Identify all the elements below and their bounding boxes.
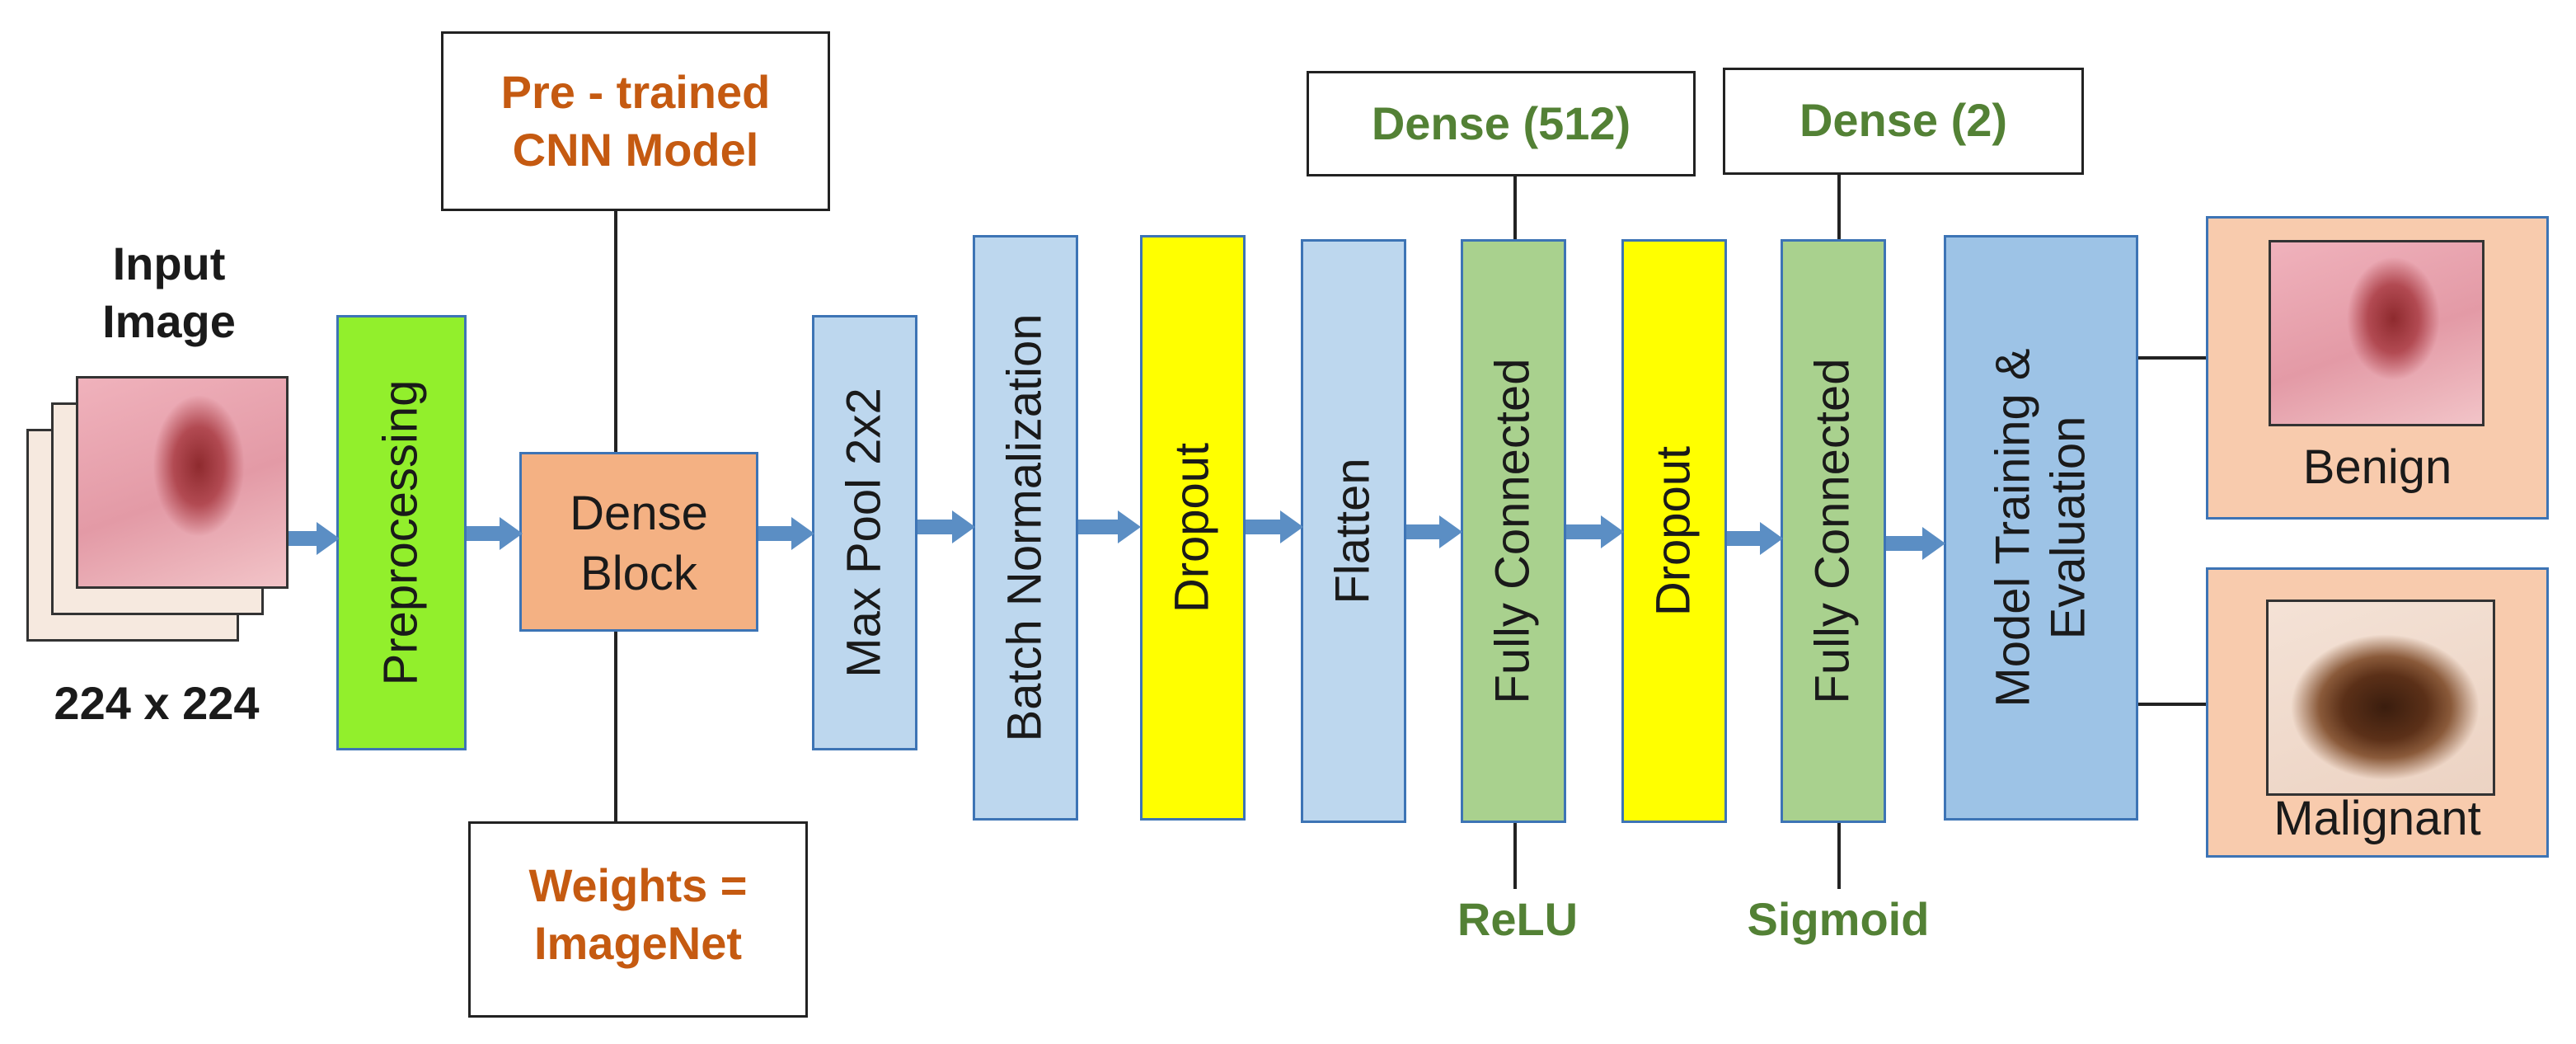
model-training-line2: Evaluation <box>2041 416 2095 640</box>
malignant-connector <box>2138 703 2206 706</box>
dense-block: Dense Block <box>519 452 758 632</box>
arrow-batchnorm-to-dropout <box>1078 510 1141 543</box>
model-training-block: Model Training & Evaluation <box>1944 235 2138 821</box>
batchnorm-label: Batch Normalization <box>997 313 1052 742</box>
dense2-box: Dense (2) <box>1723 68 2084 175</box>
maxpool-label: Max Pool 2x2 <box>837 388 891 678</box>
weights-connector <box>614 632 617 823</box>
sigmoid-label: Sigmoid <box>1747 893 1930 945</box>
relu-label: ReLU <box>1457 893 1579 945</box>
weights-line1: Weights = <box>528 859 748 911</box>
arrow-input-to-preprocessing <box>289 522 340 555</box>
dense2-connector <box>1837 175 1841 241</box>
pretrained-connector <box>614 211 617 454</box>
arrow-dense-block-to-maxpool <box>758 517 814 550</box>
pretrained-model-label: Pre - trained CNN Model <box>443 63 828 179</box>
input-size-label: 224 x 224 <box>54 677 260 729</box>
malignant-label: Malignant <box>2273 792 2481 845</box>
benign-label: Benign <box>2302 440 2452 494</box>
fully-connected-block-1: Fully Connected <box>1461 239 1566 823</box>
arrow-fully-connected-to-dropout <box>1566 515 1624 548</box>
dense512-connector <box>1513 176 1517 241</box>
dense512-label: Dense (512) <box>1371 97 1631 149</box>
pretrained-line1: Pre - trained <box>500 66 771 118</box>
dense-block-line2: Block <box>580 546 697 600</box>
dropout-block-1: Dropout <box>1140 235 1246 821</box>
weights-line2: ImageNet <box>533 917 743 969</box>
fully-connected-label-1: Fully Connected <box>1485 358 1540 704</box>
maxpool-block: Max Pool 2x2 <box>812 315 917 750</box>
arrow-fully-connected-to-training <box>1886 527 1945 560</box>
dense2-label: Dense (2) <box>1799 94 2008 146</box>
benign-connector <box>2138 356 2206 360</box>
weights-label: Weights = ImageNet <box>471 857 805 972</box>
weights-box: Weights = ImageNet <box>468 821 808 1018</box>
dense-block-line1: Dense <box>570 487 708 540</box>
malignant-output-box: Malignant <box>2206 567 2549 858</box>
batchnorm-block: Batch Normalization <box>973 235 1078 821</box>
relu-connector <box>1513 823 1517 889</box>
preprocessing-block: Preprocessing <box>336 315 467 750</box>
benign-image <box>2269 240 2485 426</box>
arrow-dropout-to-fully-connected <box>1727 522 1783 555</box>
flatten-label: Flatten <box>1326 458 1380 604</box>
flatten-block: Flatten <box>1301 239 1406 823</box>
arrow-maxpool-to-batchnorm <box>917 510 975 543</box>
fully-connected-label-2: Fully Connected <box>1805 358 1860 704</box>
dense512-box: Dense (512) <box>1307 71 1696 176</box>
benign-output-box: Benign <box>2206 216 2549 520</box>
dense-block-label: Dense Block <box>522 484 756 604</box>
input-title-line1: Input <box>112 237 226 289</box>
pretrained-line2: CNN Model <box>512 124 759 176</box>
input-title-line2: Image <box>102 295 236 347</box>
pretrained-model-box: Pre - trained CNN Model <box>441 31 830 211</box>
model-training-label: Model Training & Evaluation <box>1986 348 2095 707</box>
input-image <box>76 376 289 589</box>
input-title: Input Image <box>49 235 289 350</box>
sigmoid-connector <box>1837 823 1841 889</box>
arrow-preprocessing-to-dense-block <box>467 517 523 550</box>
arrow-flatten-to-fully-connected <box>1406 515 1462 548</box>
model-training-line1: Model Training & <box>1986 348 2040 708</box>
dropout-label-1: Dropout <box>1165 442 1219 614</box>
dropout-label-2: Dropout <box>1646 445 1701 617</box>
preprocessing-label: Preprocessing <box>373 379 428 686</box>
arrow-dropout-to-flatten <box>1246 510 1303 543</box>
dropout-block-2: Dropout <box>1621 239 1727 823</box>
malignant-image <box>2266 600 2495 796</box>
fully-connected-block-2: Fully Connected <box>1781 239 1886 823</box>
